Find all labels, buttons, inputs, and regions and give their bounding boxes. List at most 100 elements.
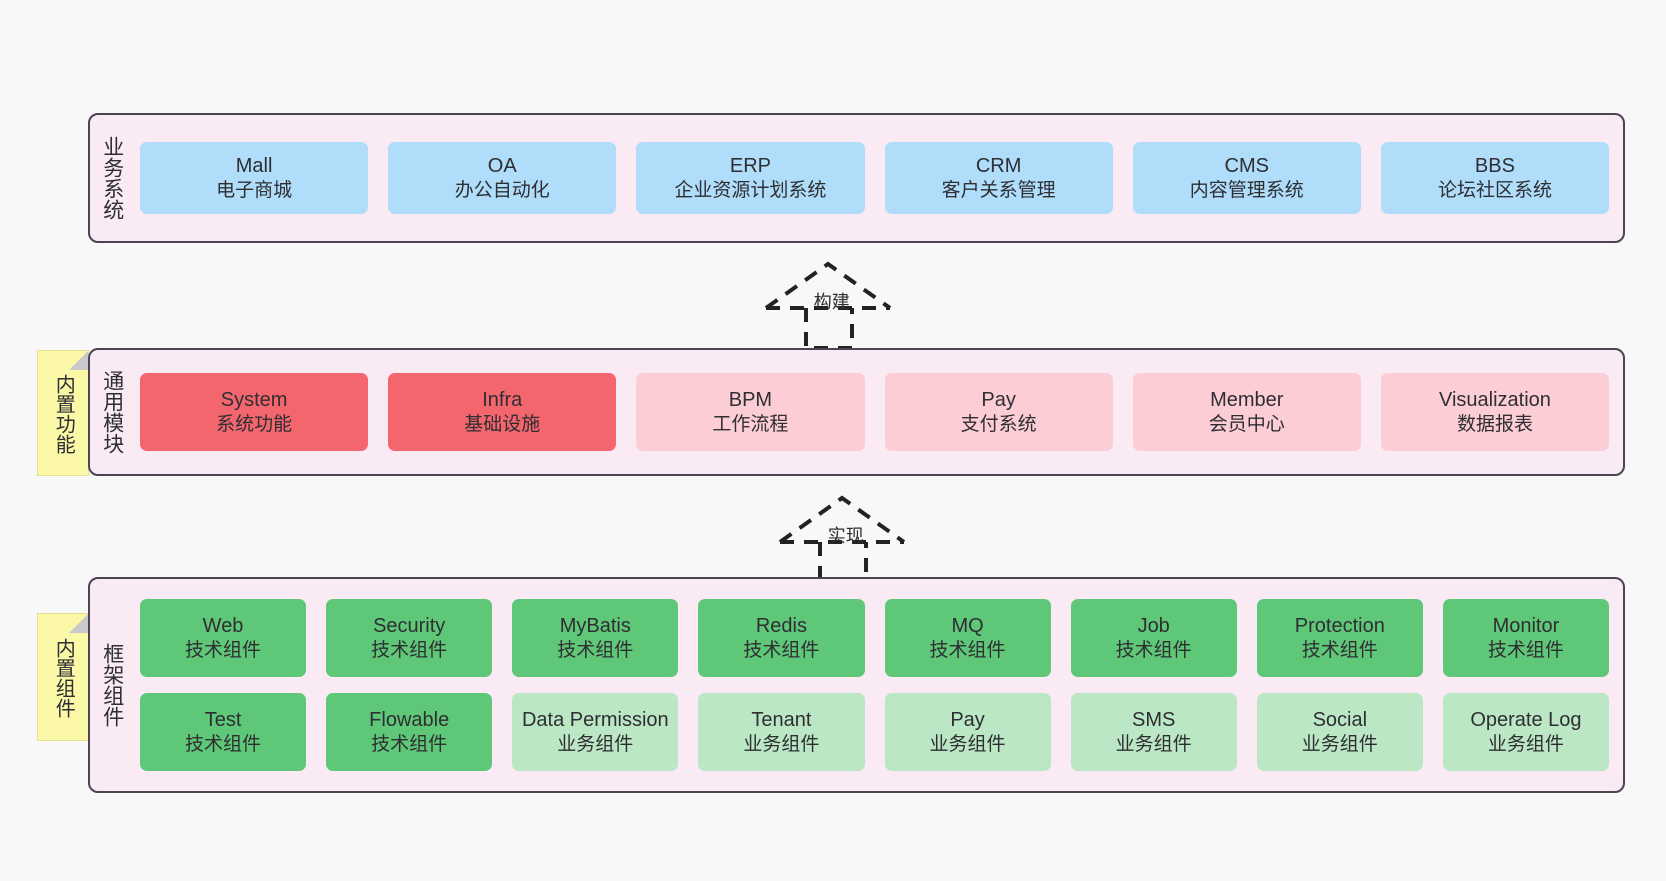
card-name: CRM (975, 155, 1022, 178)
business-card-bbs[interactable]: BBS 论坛社区系统 (1380, 142, 1610, 214)
sticky-note-builtin-components: 内置组件 (37, 613, 89, 741)
module-card-bpm[interactable]: BPM 工作流程 (636, 373, 865, 451)
layer-business-systems: 业务系统 Mall 电子商城 OA 办公自动化 ERP 企业资源计划系统 CRM… (88, 113, 1625, 243)
card-desc: 业务组件 (929, 733, 1006, 755)
card-desc: 技术组件 (929, 639, 1006, 661)
card-desc: 客户关系管理 (941, 179, 1056, 201)
card-desc: 办公自动化 (454, 179, 550, 201)
card-name: Pay (950, 709, 985, 732)
card-name: MyBatis (559, 615, 631, 638)
card-name: ERP (729, 155, 771, 178)
card-name: Mall (235, 155, 273, 178)
card-name: Job (1137, 615, 1170, 638)
card-name: BBS (1474, 155, 1515, 178)
component-card-sms[interactable]: SMS 业务组件 (1070, 693, 1237, 771)
card-desc: 基础设施 (464, 413, 541, 435)
layer-framework-body: Web 技术组件 Security 技术组件 MyBatis 技术组件 Redi… (134, 579, 1623, 791)
card-name: Redis (755, 615, 807, 638)
card-name: CMS (1224, 155, 1269, 178)
card-name: Social (1312, 709, 1368, 732)
modules-row: System 系统功能 Infra 基础设施 BPM 工作流程 Pay 支付系统… (140, 373, 1610, 451)
card-name: Test (204, 709, 242, 732)
card-desc: 技术组件 (185, 733, 262, 755)
component-card-flowable[interactable]: Flowable 技术组件 (326, 693, 493, 771)
card-desc: 工作流程 (712, 413, 789, 435)
framework-row-tech: Web 技术组件 Security 技术组件 MyBatis 技术组件 Redi… (140, 599, 1609, 677)
card-name: SMS (1132, 709, 1176, 732)
card-name: Protection (1294, 615, 1385, 638)
component-card-protection[interactable]: Protection 技术组件 (1256, 599, 1423, 677)
card-desc: 电子商城 (216, 179, 293, 201)
component-card-data-permission[interactable]: Data Permission 业务组件 (512, 693, 679, 771)
layer-modules-title: 通用模块 (100, 370, 124, 454)
card-desc: 支付系统 (960, 413, 1037, 435)
card-name: Operate Log (1470, 709, 1582, 732)
card-desc: 业务组件 (557, 733, 634, 755)
card-name: Member (1210, 389, 1284, 412)
layer-framework-components: 框架组件 Web 技术组件 Security 技术组件 MyBatis 技术组件… (88, 577, 1625, 793)
business-card-erp[interactable]: ERP 企业资源计划系统 (636, 142, 865, 214)
component-card-mq[interactable]: MQ 技术组件 (884, 599, 1051, 677)
component-card-operate-log[interactable]: Operate Log 业务组件 (1442, 693, 1609, 771)
layer-framework-title: 框架组件 (100, 643, 124, 727)
sticky-note-builtin-functions: 内置功能 (37, 350, 89, 476)
business-row: Mall 电子商城 OA 办公自动化 ERP 企业资源计划系统 CRM 客户关系… (140, 142, 1610, 214)
card-desc: 业务组件 (1301, 733, 1378, 755)
card-desc: 技术组件 (371, 639, 448, 661)
card-name: Security (373, 615, 446, 638)
sticky-label: 内置功能 (52, 374, 75, 454)
module-card-member[interactable]: Member 会员中心 (1132, 373, 1361, 451)
card-desc: 技术组件 (185, 639, 262, 661)
component-card-job[interactable]: Job 技术组件 (1070, 599, 1237, 677)
card-desc: 业务组件 (1115, 733, 1192, 755)
card-name: Data Permission (521, 709, 669, 732)
connector-build: 构建 (756, 258, 906, 350)
card-desc: 企业资源计划系统 (674, 179, 827, 201)
connector-implement-label: 实现 (827, 526, 864, 546)
business-card-cms[interactable]: CMS 内容管理系统 (1132, 142, 1361, 214)
sticky-label: 内置组件 (52, 638, 75, 718)
card-name: MQ (951, 615, 984, 638)
card-desc: 技术组件 (1487, 639, 1564, 661)
layer-business-title: 业务系统 (100, 136, 124, 220)
generalization-arrow-icon (778, 495, 906, 584)
card-desc: 会员中心 (1208, 413, 1285, 435)
business-card-mall[interactable]: Mall 电子商城 (140, 142, 369, 214)
component-card-redis[interactable]: Redis 技术组件 (698, 599, 865, 677)
card-name: Tenant (751, 709, 812, 732)
component-card-tenant[interactable]: Tenant 业务组件 (698, 693, 865, 771)
card-desc: 内容管理系统 (1189, 179, 1304, 201)
component-card-test[interactable]: Test 技术组件 (140, 693, 307, 771)
card-name: OA (487, 155, 517, 178)
connector-build-label: 构建 (813, 292, 850, 312)
module-card-pay[interactable]: Pay 支付系统 (884, 373, 1113, 451)
card-name: BPM (728, 389, 773, 412)
component-card-monitor[interactable]: Monitor 技术组件 (1442, 599, 1609, 677)
card-desc: 技术组件 (557, 639, 634, 661)
component-card-web[interactable]: Web 技术组件 (140, 599, 307, 677)
card-desc: 业务组件 (743, 733, 820, 755)
card-name: Flowable (369, 709, 450, 732)
component-card-pay[interactable]: Pay 业务组件 (884, 693, 1051, 771)
component-card-social[interactable]: Social 业务组件 (1256, 693, 1423, 771)
card-desc: 技术组件 (743, 639, 820, 661)
module-card-infra[interactable]: Infra 基础设施 (388, 373, 617, 451)
card-name: Pay (981, 389, 1016, 412)
module-card-system[interactable]: System 系统功能 (140, 373, 369, 451)
business-card-oa[interactable]: OA 办公自动化 (388, 142, 617, 214)
card-name: Visualization (1438, 389, 1551, 412)
layer-modules-body: System 系统功能 Infra 基础设施 BPM 工作流程 Pay 支付系统… (134, 350, 1623, 474)
card-name: Monitor (1492, 615, 1560, 638)
component-card-mybatis[interactable]: MyBatis 技术组件 (512, 599, 679, 677)
card-desc: 业务组件 (1487, 733, 1564, 755)
card-name: Web (202, 615, 244, 638)
module-card-visualization[interactable]: Visualization 数据报表 (1380, 373, 1610, 451)
card-desc: 技术组件 (1301, 639, 1378, 661)
business-card-crm[interactable]: CRM 客户关系管理 (884, 142, 1113, 214)
card-desc: 数据报表 (1456, 413, 1533, 435)
component-card-security[interactable]: Security 技术组件 (326, 599, 493, 677)
card-desc: 技术组件 (1115, 639, 1192, 661)
card-desc: 系统功能 (216, 413, 293, 435)
framework-row-business: Test 技术组件 Flowable 技术组件 Data Permission … (140, 693, 1609, 771)
